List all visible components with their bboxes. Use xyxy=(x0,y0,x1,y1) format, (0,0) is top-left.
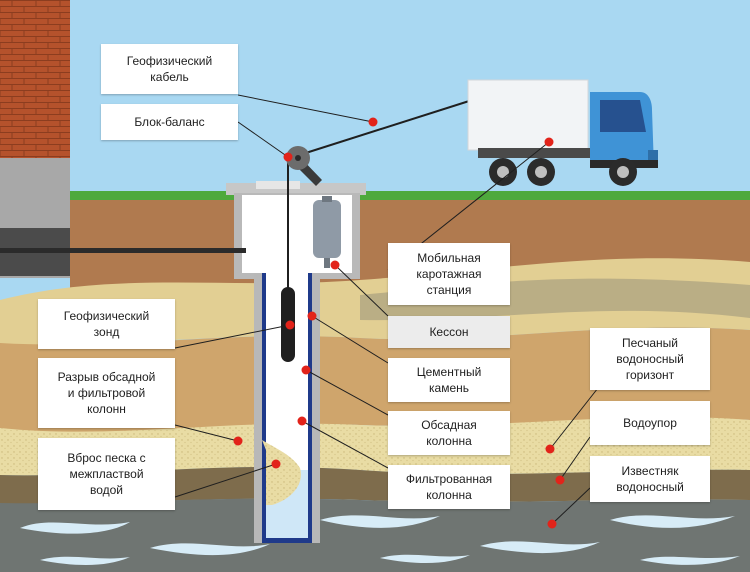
marker-caisson xyxy=(330,260,340,270)
marker-cable xyxy=(368,117,378,127)
marker-casing xyxy=(301,365,311,375)
expansion-tank-icon xyxy=(313,196,341,268)
sand-intrusion xyxy=(262,440,301,505)
marker-sand xyxy=(271,459,281,469)
outflow-pipe xyxy=(0,248,246,253)
label-mobile-station: Мобильная каротажная станция xyxy=(388,243,510,305)
marker-truck xyxy=(544,137,554,147)
marker-rupture xyxy=(233,436,243,446)
label-limestone-aquifer: Известняк водоносный xyxy=(590,456,710,502)
marker-aquitard xyxy=(555,475,565,485)
brick-wall xyxy=(0,0,70,160)
grass xyxy=(70,191,750,201)
sand-aquifer-layer xyxy=(0,417,750,476)
clay-layer xyxy=(0,327,750,433)
label-caisson: Кессон xyxy=(388,316,510,348)
label-sandy-aquifer: Песчаный водоносный горизонт xyxy=(590,328,710,390)
label-cement-stone: Цементный камень xyxy=(388,358,510,402)
marker-filter xyxy=(297,416,307,426)
truck-icon xyxy=(467,79,658,186)
label-block-balance: Блок-баланс xyxy=(101,104,238,140)
label-geo-probe: Геофизический зонд xyxy=(38,299,175,349)
pulley-icon xyxy=(286,146,322,186)
cable-to-truck xyxy=(289,94,489,159)
marker-cement xyxy=(307,311,317,321)
label-casing-column: Обсадная колонна xyxy=(388,411,510,455)
water-streaks xyxy=(20,515,740,566)
label-geo-cable: Геофизический кабель xyxy=(101,44,238,94)
label-casing-rupture: Разрыв обсадной и фильтровой колонн xyxy=(38,358,175,428)
markers xyxy=(233,117,565,529)
marker-probe xyxy=(285,320,295,330)
marker-pulley xyxy=(283,152,293,162)
label-aquitard: Водоупор xyxy=(590,401,710,445)
marker-sandy-aquifer xyxy=(545,444,555,454)
marker-limestone xyxy=(547,519,557,529)
label-filter-column: Фильтрованная колонна xyxy=(388,465,510,509)
caisson-hatch xyxy=(256,181,300,189)
label-sand-ejection: Вброс песка с межпластвой водой xyxy=(38,438,175,510)
